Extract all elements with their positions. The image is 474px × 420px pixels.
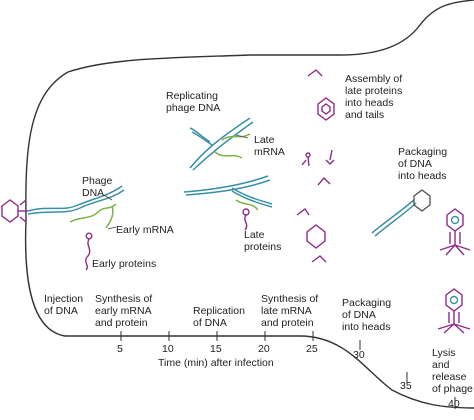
stage-injection: Injection of DNA (44, 293, 84, 317)
tick-5: 5 (117, 343, 123, 355)
label-late-mrna: Late mRNA (254, 134, 285, 158)
stage-early-synthesis: Synthesis of early mRNA and protein (95, 293, 153, 329)
stage-lysis: Lysis and release of phage (432, 347, 473, 395)
packaging-dna (371, 199, 417, 237)
packaging-head (413, 189, 431, 212)
label-leaders (103, 134, 249, 230)
label-assembly: Assembly of late proteins into heads and… (345, 73, 403, 121)
released-phage (437, 288, 471, 334)
stage-packaging: Packaging of DNA into heads (342, 297, 392, 333)
tick-35: 35 (400, 380, 412, 392)
early-protein-chain (85, 232, 93, 271)
mature-phage-1 (439, 208, 471, 256)
stage-late-synthesis: Synthesis of late mRNA and protein (261, 293, 319, 329)
assembly-parts (296, 69, 335, 263)
label-early-mrna: Early mRNA (116, 224, 174, 236)
label-late-proteins: Late proteins (244, 229, 282, 253)
phage-head-assembled (317, 97, 335, 121)
tick-25: 25 (306, 343, 318, 355)
label-replicating-phage-dna: Replicating phage DNA (166, 90, 221, 114)
tick-10: 10 (162, 343, 174, 355)
axis-tick-marks (120, 331, 456, 409)
stage-replication: Replication of DNA (193, 305, 245, 329)
injecting-phage (1, 199, 28, 223)
label-phage-dna: Phage DNA (82, 175, 113, 199)
tick-15: 15 (210, 343, 222, 355)
replicating-dna-lower (183, 175, 273, 208)
early-mrna-strand (69, 203, 117, 229)
tick-40: 40 (448, 398, 460, 410)
time-axis-title: Time (min) after infection (158, 357, 274, 369)
phage-dna-strand (27, 185, 125, 215)
label-early-proteins: Early proteins (92, 258, 157, 270)
late-mrna-lower (235, 199, 259, 211)
tick-20: 20 (258, 343, 270, 355)
late-protein-chain (242, 208, 250, 231)
label-packaging: Packaging of DNA into heads (398, 146, 448, 182)
replicating-dna-upper (189, 117, 254, 171)
tick-30: 30 (353, 349, 365, 361)
cell-membrane (24, 0, 474, 409)
late-mrna-strand (214, 133, 251, 159)
phage-head-empty (306, 224, 326, 249)
